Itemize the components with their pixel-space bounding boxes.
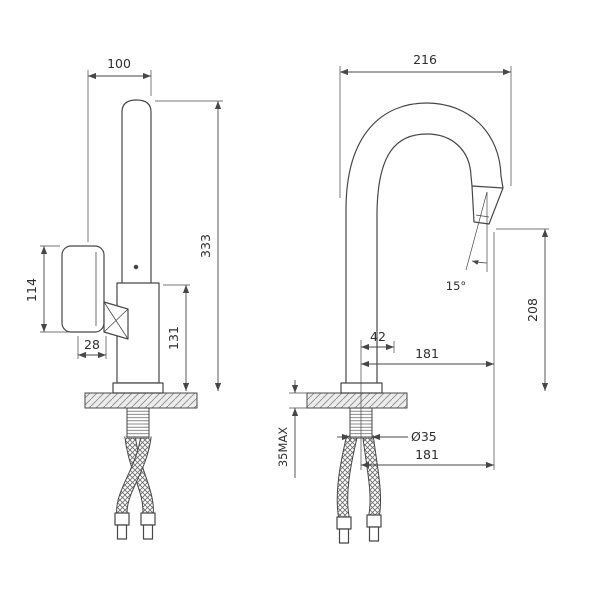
angle-arc [471, 260, 488, 265]
dim-right-outlet-height: 208 [496, 228, 549, 391]
dim-label-114: 114 [24, 278, 39, 302]
dim-left-overall-height: 333 [155, 100, 223, 391]
dim-right-hole-diameter: Ø35 [337, 429, 437, 444]
dim-left-base-height: 131 [163, 284, 190, 391]
hose-braid [125, 435, 153, 515]
spout-column [121, 99, 152, 283]
dim-right-top-reach: 216 [339, 52, 512, 198]
left-mounting-stud [126, 407, 150, 439]
dim-left-handle-height: 114 [24, 245, 76, 333]
hose-braid [363, 435, 381, 517]
dim-label-42: 42 [370, 329, 386, 344]
hose-connector-nut [336, 516, 352, 530]
hose-connector-nut [366, 514, 382, 528]
right-faucet-body [340, 102, 504, 394]
dim-left-handle-depth: 28 [77, 336, 107, 359]
dim-left-top-width: 100 [87, 56, 152, 242]
dim-label-216: 216 [413, 52, 437, 67]
hose-connector-nut [114, 512, 130, 526]
hose-connector-nut [140, 512, 156, 526]
left-view: 100 333 114 28 131 [24, 56, 223, 540]
right-supply-hoses [336, 434, 382, 544]
dim-label-181-lower: 181 [415, 447, 439, 462]
dim-label-28: 28 [84, 337, 100, 352]
left-faucet-body [61, 99, 164, 394]
dim-label-dia35: Ø35 [411, 429, 437, 444]
dim-right-center-offset: 42 [361, 329, 395, 353]
dim-right-deck-thickness: 35MAX [276, 380, 309, 478]
dim-label-208: 208 [525, 298, 540, 322]
spout-nozzle [471, 185, 504, 225]
dim-label-131: 131 [166, 326, 181, 350]
dim-right-reach-lower: 181 [361, 447, 494, 469]
right-counter-deck [306, 392, 408, 409]
angle-annotation: 15° [446, 191, 488, 293]
nozzle-axis-line [465, 191, 488, 271]
gooseneck-outer [345, 102, 504, 383]
joint-cross-line [103, 308, 129, 333]
hose-connector-tip [142, 524, 154, 540]
dim-label-35max: 35MAX [276, 427, 290, 467]
dim-label-181-upper: 181 [415, 346, 439, 361]
hose-braid [117, 435, 151, 515]
right-view: 216 15° 208 42 181 [276, 52, 549, 544]
handle-paddle [61, 245, 105, 333]
spout-detail-dot [133, 264, 139, 270]
hose-connector-tip [338, 528, 350, 544]
base-flange [340, 382, 383, 394]
dim-label-333: 333 [198, 234, 213, 258]
dim-right-reach-upper: 181 [361, 346, 494, 368]
left-supply-hoses [114, 435, 156, 540]
dim-label-100: 100 [107, 56, 131, 71]
hose-connector-tip [116, 524, 128, 540]
base-flange [112, 382, 164, 394]
gooseneck-inner [376, 133, 473, 383]
hose-connector-tip [368, 526, 380, 542]
left-counter-deck [84, 392, 198, 409]
dim-label-15deg: 15° [446, 279, 466, 293]
hose-braid [337, 434, 357, 519]
